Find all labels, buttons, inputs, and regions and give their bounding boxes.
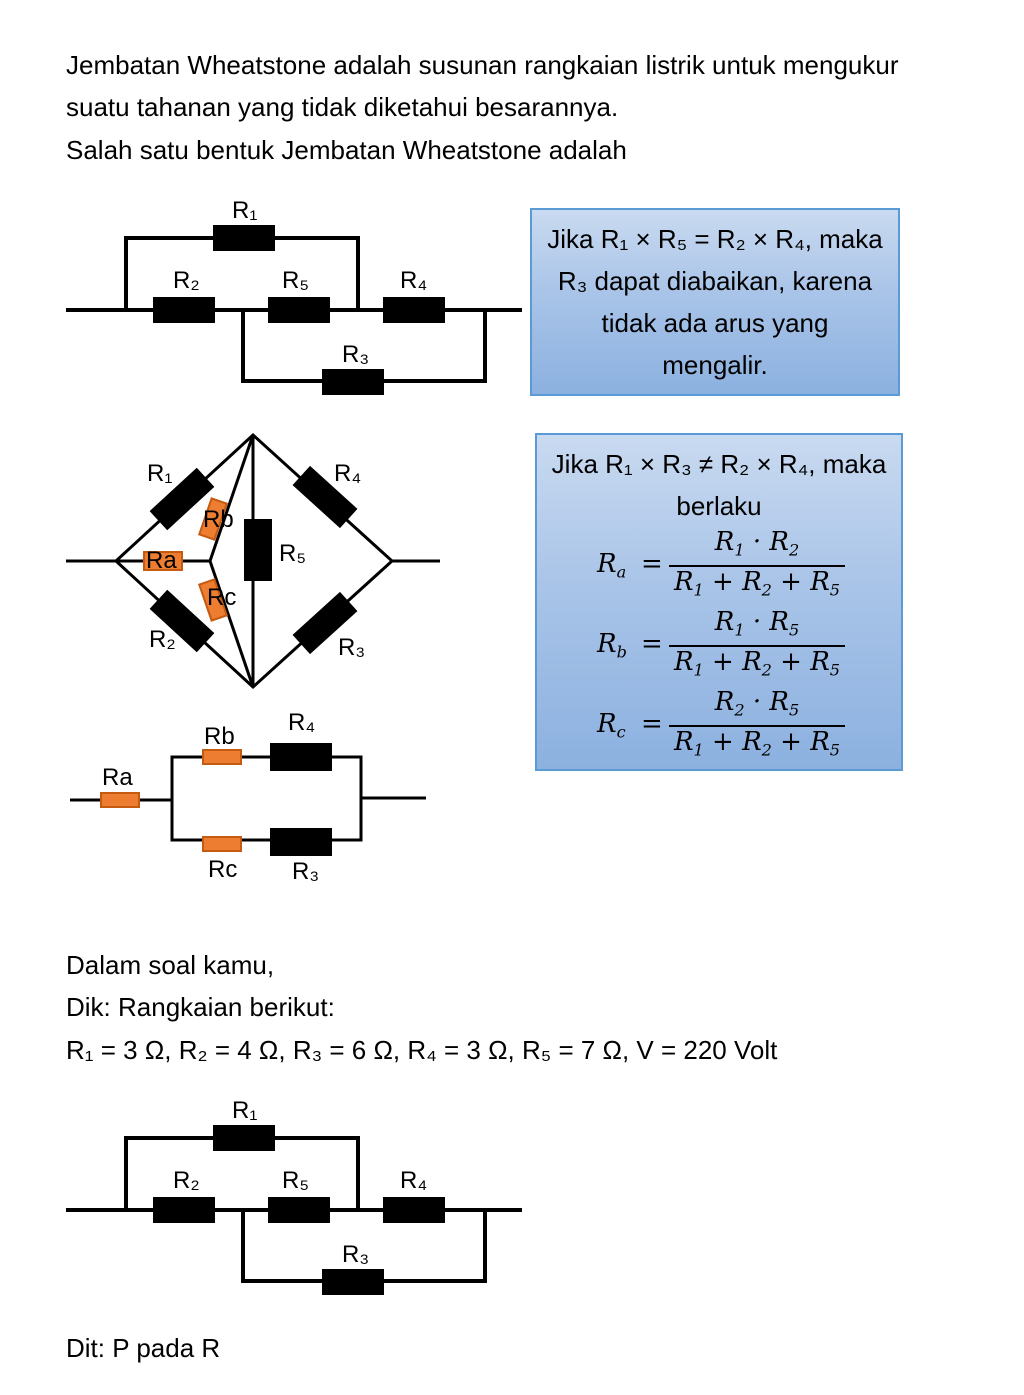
formula-numerator: R1 · R5 bbox=[714, 607, 800, 640]
label-r4: R₄ bbox=[288, 709, 315, 736]
label-rb: Rb bbox=[203, 506, 234, 533]
problem-values: R₁ = 3 Ω, R₂ = 4 Ω, R₃ = 6 Ω, R₄ = 3 Ω, … bbox=[66, 1035, 778, 1065]
formula-lhs: Rb bbox=[597, 629, 627, 662]
label-r4: R₄ bbox=[400, 267, 427, 294]
problem-line-2: Dik: Rangkaian berikut: bbox=[66, 992, 335, 1022]
equals-sign: = bbox=[641, 709, 663, 739]
fraction-bar bbox=[669, 565, 845, 567]
balance-condition-box: Jika R₁ × R₅ = R₂ × R₄, maka R₃ dapat di… bbox=[530, 208, 900, 396]
problem-circuit: R₁ R₂ R₅ R₄ R₃ bbox=[66, 1097, 522, 1295]
label-r5: R₅ bbox=[282, 267, 309, 294]
label-r1: R₁ bbox=[147, 460, 172, 487]
label-r2: R₂ bbox=[149, 626, 176, 653]
label-r3: R₃ bbox=[342, 1241, 369, 1268]
label-r3: R₃ bbox=[342, 341, 369, 368]
resistor-r1 bbox=[149, 467, 215, 531]
equals-sign: = bbox=[641, 629, 663, 659]
intro-line-3: Salah satu bentuk Jembatan Wheatstone ad… bbox=[66, 135, 627, 165]
label-r3: R₃ bbox=[292, 858, 319, 885]
box1-line-3: tidak ada arus yang bbox=[601, 308, 829, 338]
resistor-r4 bbox=[383, 1197, 445, 1223]
fraction-bar bbox=[669, 725, 845, 727]
wheatstone-diamond-circuit: R₁ R₄ R₂ R₃ R₅ Ra Rb Rc bbox=[66, 432, 440, 690]
formula-denominator: R1 + R2 + R5 bbox=[673, 727, 841, 760]
resistor-r1 bbox=[213, 225, 275, 251]
resistor-r1 bbox=[213, 1125, 275, 1151]
label-r4: R₄ bbox=[334, 460, 361, 487]
label-r5: R₅ bbox=[282, 1167, 309, 1194]
resistor-r4 bbox=[383, 297, 445, 323]
box1-line-2: R₃ dapat diabaikan, karena bbox=[557, 266, 873, 296]
formula-numerator: R1 · R2 bbox=[714, 527, 800, 560]
resistor-rc bbox=[202, 836, 242, 852]
unbalanced-formula-box: Jika R₁ × R₃ ≠ R₂ × R₄, maka berlaku Ra =… bbox=[535, 433, 903, 771]
resistor-r3 bbox=[292, 591, 358, 655]
equals-sign: = bbox=[641, 549, 663, 579]
formula-lhs: Ra bbox=[597, 549, 627, 582]
resistor-r5 bbox=[268, 1197, 330, 1223]
label-rb: Rb bbox=[204, 723, 235, 750]
equivalent-circuit: Ra Rb R₄ Rc R₃ bbox=[70, 709, 426, 885]
label-rc: Rc bbox=[208, 856, 237, 883]
resistor-r4 bbox=[270, 743, 332, 771]
label-rc: Rc bbox=[207, 584, 236, 611]
intro-line-2: suatu tahanan yang tidak diketahui besar… bbox=[66, 92, 619, 122]
problem-line-1: Dalam soal kamu, bbox=[66, 950, 275, 980]
label-r2: R₂ bbox=[173, 1167, 200, 1194]
formula-rb: Rb = R1 · R5 R1 + R2 + R5 bbox=[537, 607, 901, 687]
label-r1: R₁ bbox=[232, 197, 257, 224]
intro-line-1: Jembatan Wheatstone adalah susunan rangk… bbox=[66, 50, 899, 80]
box2-line-2: berlaku bbox=[676, 491, 762, 521]
fraction-bar bbox=[669, 645, 845, 647]
formula-ra: Ra = R1 · R2 R1 + R2 + R5 bbox=[537, 527, 901, 607]
resistor-r5 bbox=[268, 297, 330, 323]
resistor-rb bbox=[202, 749, 242, 765]
box1-line-4: mengalir. bbox=[662, 350, 768, 380]
label-r4: R₄ bbox=[400, 1167, 427, 1194]
label-r5: R₅ bbox=[279, 540, 306, 567]
label-r3: R₃ bbox=[338, 634, 365, 661]
resistor-r2 bbox=[153, 297, 215, 323]
label-ra: Ra bbox=[102, 764, 133, 791]
resistor-r4 bbox=[292, 465, 358, 529]
formula-denominator: R1 + R2 + R5 bbox=[673, 647, 841, 680]
delta-star-formulas: Ra = R1 · R2 R1 + R2 + R5 Rb = R1 · R5 R1 + R2 … bbox=[537, 527, 901, 767]
resistor-r2 bbox=[153, 1197, 215, 1223]
label-ra: Ra bbox=[146, 547, 177, 574]
resistor-rc bbox=[197, 578, 229, 622]
resistor-r3 bbox=[322, 1269, 384, 1295]
resistor-r3 bbox=[322, 369, 384, 395]
label-r1: R₁ bbox=[232, 1097, 257, 1124]
resistor-r3 bbox=[270, 828, 332, 856]
wheatstone-circuit-1: R₁ R₂ R₅ R₄ R₃ bbox=[66, 197, 522, 395]
formula-denominator: R1 + R2 + R5 bbox=[673, 567, 841, 600]
asked-line: Dit: P pada R bbox=[66, 1333, 221, 1363]
box2-line-1: Jika R₁ × R₃ ≠ R₂ × R₄, maka bbox=[551, 449, 887, 479]
box1-line-1: Jika R₁ × R₅ = R₂ × R₄, maka bbox=[547, 224, 883, 254]
resistor-ra bbox=[100, 792, 140, 808]
resistor-ra bbox=[143, 551, 183, 571]
resistor-rb bbox=[197, 497, 229, 541]
resistor-r5 bbox=[244, 519, 272, 581]
formula-rc: Rc = R2 · R5 R1 + R2 + R5 bbox=[537, 687, 901, 767]
label-r2: R₂ bbox=[173, 267, 200, 294]
formula-numerator: R2 · R5 bbox=[714, 687, 800, 720]
resistor-r2 bbox=[149, 589, 215, 653]
formula-lhs: Rc bbox=[597, 709, 626, 742]
